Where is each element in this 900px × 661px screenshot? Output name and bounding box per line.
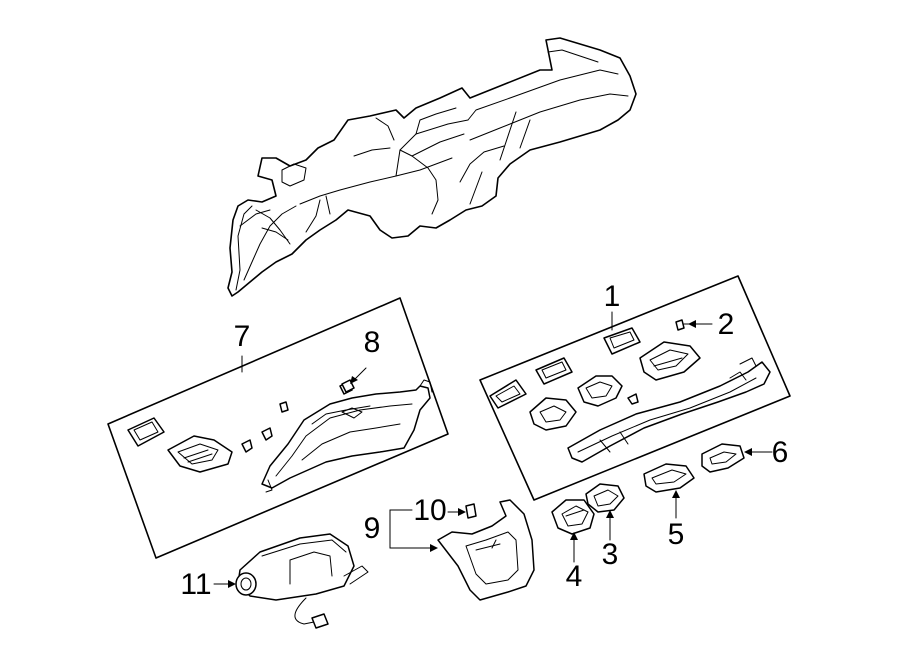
group-box-7 <box>107 297 449 559</box>
vent-part-4 <box>551 499 595 535</box>
callout-6: 6 <box>772 436 789 469</box>
left-vent-assembly <box>167 435 233 473</box>
trim-panel-bar <box>567 357 771 463</box>
dash-frame <box>227 37 637 297</box>
callout-3: 3 <box>602 538 619 571</box>
vent-bezel-b <box>535 357 573 385</box>
vent-part-6 <box>701 443 745 473</box>
leader-lines <box>213 311 773 588</box>
vent-upper-right <box>639 341 701 381</box>
instrument-bezel <box>261 379 433 493</box>
airbag-part-11 <box>235 533 369 629</box>
callout-9: 9 <box>364 512 381 545</box>
screw-part-2 <box>675 319 691 331</box>
group-box-1 <box>479 275 791 501</box>
callout-4: 4 <box>566 560 583 593</box>
callout-10: 10 <box>413 494 446 527</box>
callout-1: 1 <box>604 280 621 313</box>
callout-8: 8 <box>364 326 381 359</box>
vent-bezel-c <box>603 327 641 355</box>
vent-part-3 <box>585 483 625 513</box>
callout-2: 2 <box>718 308 735 341</box>
trim-clip <box>627 393 639 405</box>
callout-7: 7 <box>234 320 251 353</box>
vent-bezel-a <box>489 379 527 409</box>
clip-part-10 <box>465 503 477 519</box>
vent-center <box>577 375 623 407</box>
bezel-part-9 <box>437 499 535 601</box>
vent-part-5 <box>643 463 695 493</box>
callout-5: 5 <box>668 518 685 551</box>
left-side-vent <box>127 417 165 447</box>
vent-lower-left <box>529 397 577 431</box>
callout-11: 11 <box>180 568 211 601</box>
